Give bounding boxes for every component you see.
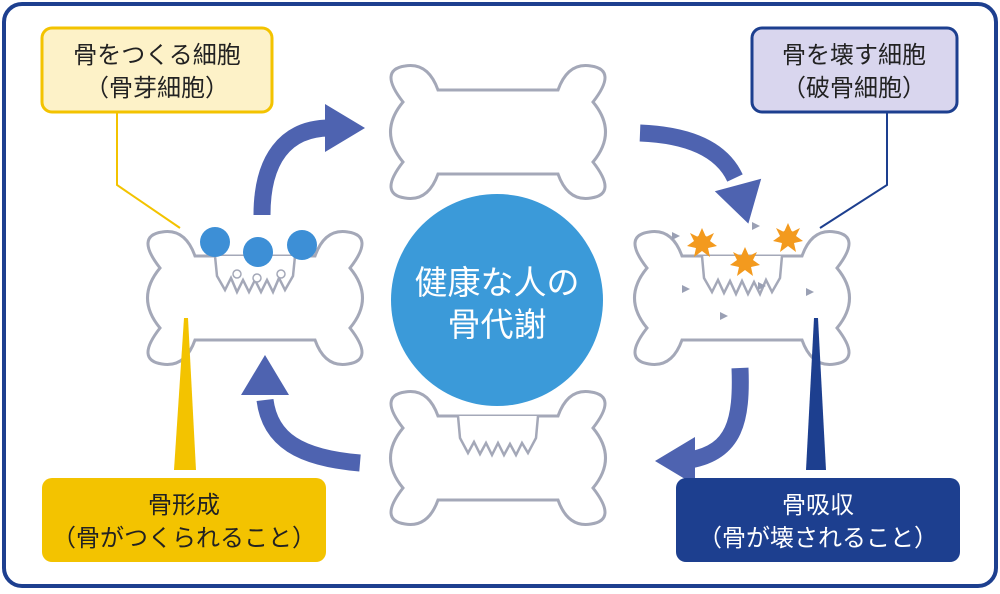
osteoblast-label-line1: 骨をつくる細胞 — [73, 41, 241, 69]
connector-osteoblast — [116, 113, 181, 229]
connector-osteoclast — [819, 113, 888, 229]
osteoclast-label-line1: 骨を壊す細胞 — [782, 41, 926, 69]
label-osteoblast: 骨をつくる細胞 （骨芽細胞） — [40, 26, 274, 114]
resorption-label-line1: 骨吸収 — [782, 491, 854, 519]
resorption-label-line2: （骨が壊されること） — [698, 524, 938, 552]
connector-formation — [174, 318, 196, 470]
cycle-arrows — [241, 104, 772, 485]
arrow-resorption-to-bottom — [688, 367, 749, 469]
label-osteoclast: 骨を壊す細胞 （破骨細胞） — [750, 26, 959, 114]
center-title-line2: 骨代謝 — [448, 305, 547, 344]
bone-matrix-dot — [252, 273, 262, 283]
bone-left-formation — [146, 230, 364, 366]
osteoblast-cell — [200, 227, 230, 257]
osteoblast-cells — [200, 227, 317, 267]
center-circle: 健康な人の 骨代謝 — [391, 194, 603, 406]
arrow-bottom-to-formation — [256, 398, 361, 472]
arrow-formation-to-top — [253, 119, 331, 216]
formation-label-line2: （骨がつくられること） — [52, 524, 316, 552]
label-bone-resorption: 骨吸収 （骨が壊されること） — [676, 478, 960, 562]
bone-matrix-dot — [232, 269, 242, 279]
osteoclast-label-line2: （破骨細胞） — [782, 74, 926, 102]
label-bone-formation: 骨形成 （骨がつくられること） — [42, 478, 326, 562]
bone-fragments — [672, 222, 814, 320]
osteoblast-cell — [243, 237, 273, 267]
bone-bottom-notched — [389, 390, 607, 526]
connector-resorption — [806, 318, 826, 470]
formation-label-line1: 骨形成 — [148, 491, 220, 519]
bone-matrix-dot — [276, 269, 286, 279]
center-title-line1: 健康な人の — [415, 263, 580, 302]
arrow-top-to-resorption — [639, 124, 743, 183]
osteoblast-label-line2: （骨芽細胞） — [85, 74, 229, 102]
osteoblast-cell — [287, 230, 317, 260]
